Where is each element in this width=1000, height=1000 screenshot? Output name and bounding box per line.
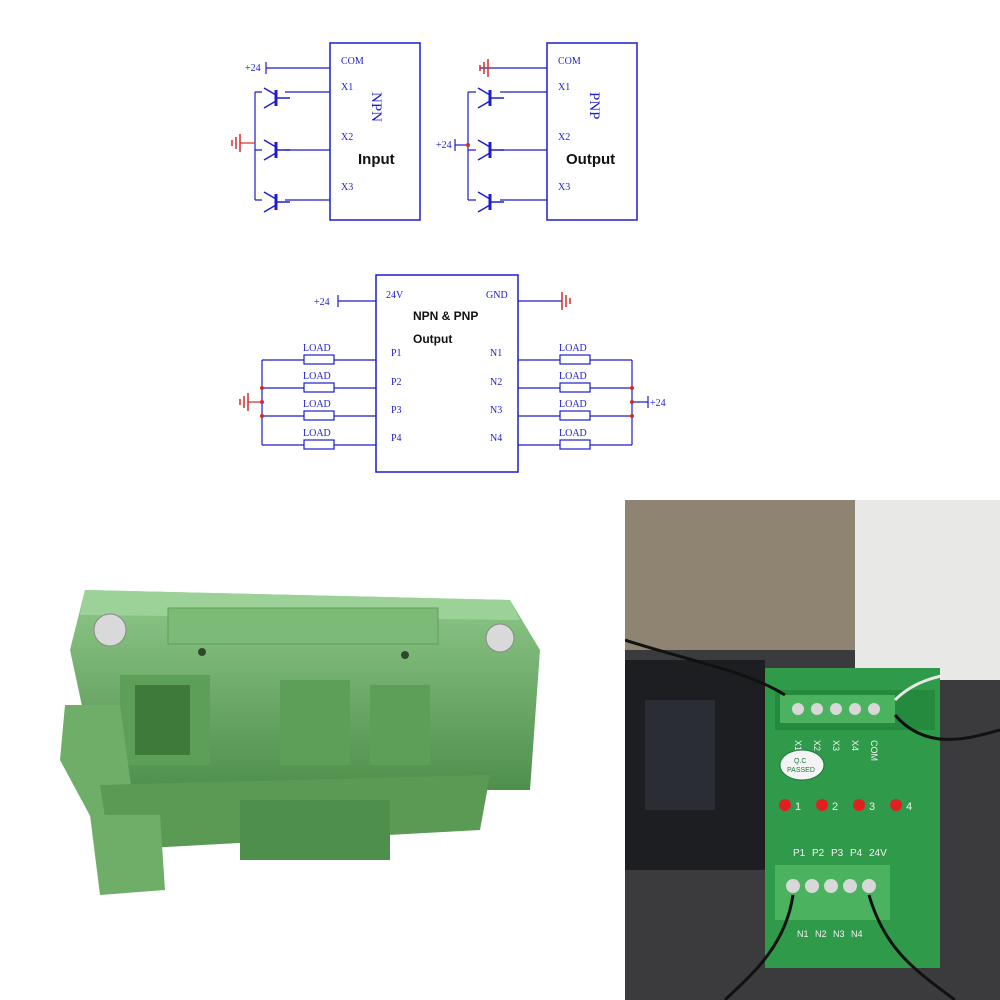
npn-pnp-pin-p3: P3 [391, 405, 402, 416]
npn-pnp-title-line1: NPN & PNP [413, 309, 478, 323]
npn-pnp-pin-n2: N2 [490, 377, 502, 388]
led-label-1: 1 [795, 801, 801, 813]
label-n3: N3 [833, 929, 845, 939]
pnp-output-pin-x2: X2 [558, 132, 570, 143]
label-n2: N2 [815, 929, 827, 939]
pnp-output-title-vertical: PNP [586, 92, 602, 120]
label-p3: P3 [831, 848, 844, 859]
terminal-board-photo: X1 X2 X3 X4 COM Q.C PASSED 1 2 3 4 P1 P2… [625, 500, 1000, 1000]
led-label-2: 2 [832, 801, 838, 813]
npn-transistor-2 [262, 138, 292, 162]
pnp-output-supply-label: +24 [436, 140, 452, 151]
led-label-4: 4 [906, 801, 912, 813]
led-3 [853, 799, 865, 811]
label-x2: X2 [812, 740, 822, 751]
label-24v: 24V [869, 848, 887, 859]
load-label-right-2: LOAD [559, 371, 587, 382]
qc-sticker-line1: Q.C [794, 758, 806, 765]
pnp-output-pin-x1: X1 [558, 82, 570, 93]
pnp-output-box [546, 42, 638, 221]
npn-pnp-pin-n4: N4 [490, 433, 502, 444]
npn-input-box [329, 42, 421, 221]
label-p2: P2 [812, 848, 825, 859]
label-n1: N1 [797, 929, 809, 939]
pnp-output-pin-com: COM [558, 56, 581, 67]
load-label-left-1: LOAD [303, 343, 331, 354]
npn-pnp-ground-icon-left [239, 392, 249, 412]
bottom-terminal-block [775, 865, 890, 920]
npn-input-diagram: +24 COM X1 X2 X3 NPN Input [231, 42, 421, 221]
led-2 [816, 799, 828, 811]
npn-input-supply-label: +24 [245, 63, 261, 74]
npn-pnp-pin-gnd: GND [486, 290, 508, 301]
npn-pnp-pin-p2: P2 [391, 377, 402, 388]
npn-pnp-pin-n3: N3 [490, 405, 502, 416]
npn-input-pin-x2: X2 [341, 132, 353, 143]
qc-sticker-line2: PASSED [787, 767, 815, 774]
npn-input-title: Input [358, 151, 395, 168]
npn-pnp-pin-p1: P1 [391, 348, 402, 359]
npn-input-pin-x1: X1 [341, 82, 353, 93]
load-label-left-4: LOAD [303, 428, 331, 439]
top-terminal-block [780, 695, 895, 723]
pnp-transistor-3 [476, 190, 506, 214]
load-label-right-3: LOAD [559, 399, 587, 410]
npn-pnp-pin-n1: N1 [490, 348, 502, 359]
npn-input-pin-com: COM [341, 56, 364, 67]
label-x3: X3 [831, 740, 841, 751]
wiring-diagrams: +24 COM X1 X2 X3 NPN Input COM X1 X2 X3 … [231, 42, 666, 473]
pnp-transistor-1 [476, 86, 506, 110]
npn-pnp-output-diagram: 24V GND NPN & PNP Output +24 P1 P2 P3 P4… [239, 274, 666, 473]
label-n4: N4 [851, 929, 863, 939]
label-p1: P1 [793, 848, 806, 859]
npn-pnp-output-box [375, 274, 519, 473]
load-label-left-2: LOAD [303, 371, 331, 382]
npn-transistor-3 [262, 190, 292, 214]
label-x4: X4 [850, 740, 860, 751]
npn-pnp-ground-icon-right [561, 291, 571, 311]
npn-pnp-pin-p4: P4 [391, 433, 402, 444]
qc-sticker: Q.C PASSED [779, 749, 825, 781]
npn-input-ground-icon [231, 133, 241, 153]
npn-pnp-title-line2: Output [413, 332, 452, 346]
npn-input-pin-x3: X3 [341, 182, 353, 193]
load-label-right-4: LOAD [559, 428, 587, 439]
npn-pnp-pin-24v: 24V [386, 290, 404, 301]
led-4 [890, 799, 902, 811]
load-label-right-1: LOAD [559, 343, 587, 354]
pnp-output-diagram: COM X1 X2 X3 PNP Output +24 [436, 42, 638, 221]
pnp-output-title: Output [566, 151, 615, 168]
load-label-left-3: LOAD [303, 399, 331, 410]
led-label-3: 3 [869, 801, 875, 813]
label-com: COM [869, 740, 879, 761]
npn-input-title-vertical: NPN [368, 92, 384, 122]
npn-pnp-left-supply-label: +24 [314, 297, 330, 308]
pnp-output-pin-x3: X3 [558, 182, 570, 193]
pnp-transistor-2 [476, 138, 506, 162]
led-row [779, 799, 902, 811]
npn-transistor-1 [262, 86, 292, 110]
din-rail-housing-photo [60, 590, 540, 895]
label-p4: P4 [850, 848, 863, 859]
npn-pnp-right-supply-label: +24 [650, 398, 666, 409]
led-1 [779, 799, 791, 811]
label-x1: X1 [793, 740, 803, 751]
